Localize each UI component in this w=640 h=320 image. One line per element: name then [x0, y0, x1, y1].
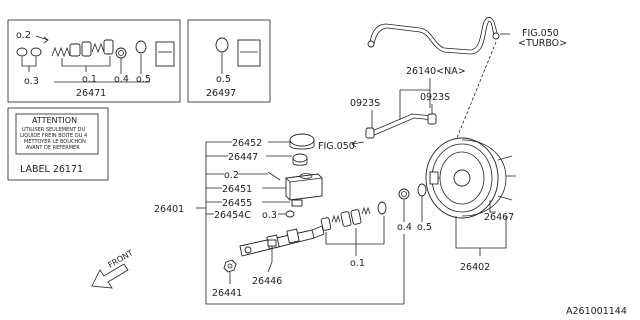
bracket-26401	[205, 142, 405, 305]
label-26171-frame	[7, 107, 109, 181]
label-o4-mid: ο.4	[397, 222, 412, 233]
label-o4-top: ο.4	[114, 74, 129, 85]
reservoir-grommet	[291, 199, 303, 207]
label-o5-mid: ο.5	[417, 222, 432, 233]
label-o3-mid: ο.3	[262, 210, 277, 221]
label-turbo: <TURBO>	[518, 38, 567, 49]
label-26467: 26467	[484, 212, 514, 223]
label-26447: 26447	[228, 152, 258, 163]
label-26446: 26446	[252, 276, 282, 287]
reservoir-tank	[285, 173, 323, 201]
label-26455: 26455	[222, 198, 252, 209]
brake-booster	[425, 137, 516, 219]
seal-o4	[398, 188, 410, 200]
label-0923s-right: 0923S	[420, 92, 450, 103]
plate-o5	[417, 183, 427, 197]
label-0923s-left: 0923S	[350, 98, 380, 109]
kit-26497-frame	[187, 19, 271, 103]
master-cylinder-body	[239, 225, 325, 257]
vacuum-hose-turbo	[367, 16, 510, 55]
attention-title: ATTENTION	[32, 116, 77, 125]
leader-o1-bottom	[325, 216, 385, 256]
label-26451: 26451	[222, 184, 252, 195]
label-o5-box2: ο.5	[216, 74, 231, 85]
label-o2-mid: ο.2	[224, 170, 239, 181]
piston-assembly	[320, 201, 387, 231]
label-o5-top: ο.5	[136, 74, 151, 85]
label-26452: 26452	[232, 138, 262, 149]
bolt-26446	[267, 239, 277, 262]
kit-26471-frame	[7, 19, 181, 103]
kit-26497-parts	[215, 37, 261, 74]
label-fig050-top: FIG.050	[522, 28, 559, 39]
label-o1-top: ο.1	[82, 74, 97, 85]
label-26140: 26140<NA>	[406, 66, 466, 77]
seal-o3-mid	[285, 210, 295, 218]
front-arrow-icon	[91, 263, 129, 289]
reservoir-filter	[292, 153, 308, 166]
attention-line1: UTILISER SEULEMENT DU	[22, 127, 85, 133]
attention-sticker	[15, 113, 99, 155]
kit-26471-parts	[16, 35, 175, 83]
label-o1-bottom: ο.1	[350, 258, 365, 269]
label-26454c: 26454C	[214, 210, 251, 221]
leader-26446	[267, 261, 273, 273]
reservoir-cap	[289, 133, 315, 150]
label-26402: 26402	[460, 262, 490, 273]
attention-line3: METTOYER LE BOUCHON	[24, 139, 86, 145]
label-o2-top: ο.2	[16, 30, 31, 41]
diagram-id: A261001144	[566, 306, 627, 317]
label-26401: 26401	[154, 204, 184, 215]
label-o3-top: ο.3	[24, 76, 39, 87]
reservoir-pin	[267, 171, 281, 181]
vacuum-hose-na	[365, 113, 437, 139]
attention-line4: AVANT DE REFERMER	[26, 145, 80, 151]
attention-line2: LIQUIDE FREIN BOITE OU 4	[20, 133, 87, 139]
label-front: FRONT	[107, 248, 135, 270]
label-26171: LABEL 26171	[20, 164, 83, 175]
leader-o4-o5	[403, 196, 423, 222]
label-26441: 26441	[212, 288, 242, 299]
label-26497: 26497	[206, 88, 236, 99]
label-26471: 26471	[76, 88, 106, 99]
turbo-dashed-leader	[451, 41, 497, 151]
leader-26402	[455, 216, 507, 249]
leader-26140	[399, 78, 431, 120]
arrow-fig050-mid	[351, 140, 365, 148]
label-fig050-mid: FIG.050	[318, 141, 355, 152]
nut-26441	[223, 259, 237, 273]
leader-26467	[489, 200, 496, 213]
